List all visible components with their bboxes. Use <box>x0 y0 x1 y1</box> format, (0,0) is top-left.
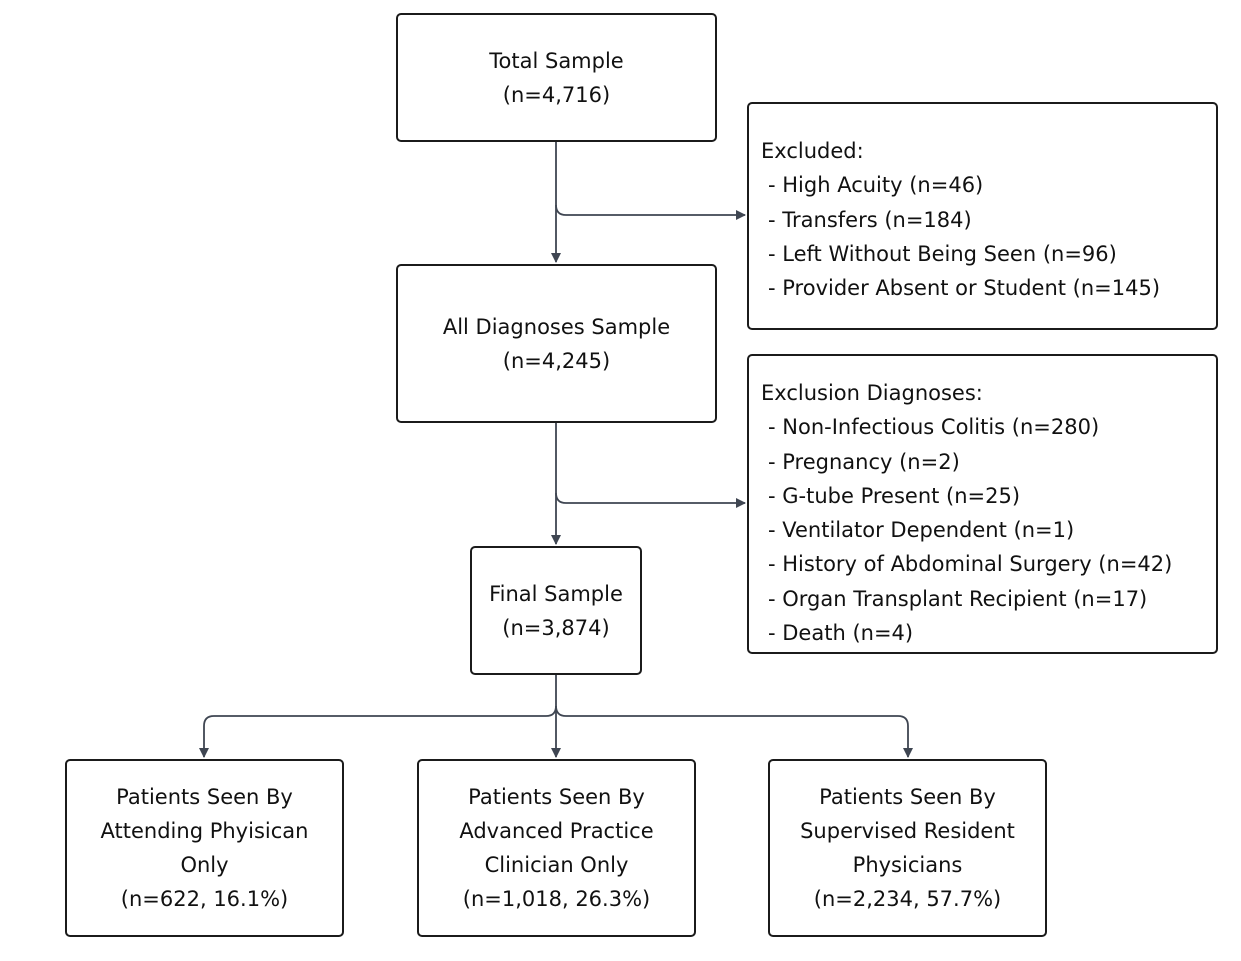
app-line-3: Clinician Only <box>484 853 629 877</box>
excluded-item: High Acuity (n=46) <box>768 168 1216 202</box>
all-diagnoses-title: All Diagnoses Sample <box>442 314 671 339</box>
resident-line-1: Patients Seen By <box>819 785 996 809</box>
exclusion-diagnosis-item: Organ Transplant Recipient (n=17) <box>768 582 1216 616</box>
exclusion-diagnosis-item: Pregnancy (n=2) <box>768 445 1216 479</box>
arrow-to-exclusion-diagnoses <box>555 492 746 508</box>
exclusion-diagnosis-item: G-tube Present (n=25) <box>768 479 1216 513</box>
final-sample-title: Final Sample <box>489 581 623 606</box>
total-sample-title: Total Sample <box>489 48 624 73</box>
supervised-resident-box: Patients Seen By Supervised Resident Phy… <box>768 759 1047 937</box>
total-sample-count: (n=4,716) <box>502 82 611 107</box>
excluded-item: Transfers (n=184) <box>768 203 1216 237</box>
exclusion-diagnosis-item: Ventilator Dependent (n=1) <box>768 513 1216 547</box>
exclusion-diagnoses-box: Exclusion Diagnoses: Non-Infectious Coli… <box>747 354 1218 654</box>
resident-count: (n=2,234, 57.7%) <box>813 887 1002 911</box>
arrow-final-to-attending <box>199 705 557 758</box>
exclusion-diagnoses-list: Non-Infectious Colitis (n=280) Pregnancy… <box>761 410 1216 650</box>
excluded-item: Left Without Being Seen (n=96) <box>768 237 1216 271</box>
all-diagnoses-count: (n=4,245) <box>502 348 611 373</box>
all-diagnoses-sample-box: All Diagnoses Sample (n=4,245) <box>396 264 717 423</box>
attending-line-2: Attending Phyisican <box>100 819 309 843</box>
excluded-list: High Acuity (n=46) Transfers (n=184) Lef… <box>761 168 1216 305</box>
app-line-1: Patients Seen By <box>468 785 645 809</box>
excluded-heading: Excluded: <box>761 139 864 163</box>
attending-line-3: Only <box>180 853 229 877</box>
exclusion-diagnosis-item: History of Abdominal Surgery (n=42) <box>768 547 1216 581</box>
excluded-box: Excluded: High Acuity (n=46) Transfers (… <box>747 102 1218 330</box>
advanced-practice-clinician-box: Patients Seen By Advanced Practice Clini… <box>417 759 696 937</box>
resident-line-3: Physicians <box>852 853 963 877</box>
attending-line-1: Patients Seen By <box>116 785 293 809</box>
final-sample-box: Final Sample (n=3,874) <box>470 546 642 675</box>
arrow-to-excluded <box>555 204 746 220</box>
app-count: (n=1,018, 26.3%) <box>462 887 651 911</box>
total-sample-box: Total Sample (n=4,716) <box>396 13 717 142</box>
excluded-item: Provider Absent or Student (n=145) <box>768 271 1216 305</box>
app-line-2: Advanced Practice <box>459 819 654 843</box>
exclusion-diagnosis-item: Non-Infectious Colitis (n=280) <box>768 410 1216 444</box>
attending-physician-box: Patients Seen By Attending Phyisican Onl… <box>65 759 344 937</box>
exclusion-diagnosis-item: Death (n=4) <box>768 616 1216 650</box>
final-sample-count: (n=3,874) <box>502 615 610 640</box>
exclusion-diagnoses-heading: Exclusion Diagnoses: <box>761 381 983 405</box>
arrow-final-to-resident <box>555 705 913 758</box>
attending-count: (n=622, 16.1%) <box>120 887 289 911</box>
resident-line-2: Supervised Resident <box>800 819 1015 843</box>
